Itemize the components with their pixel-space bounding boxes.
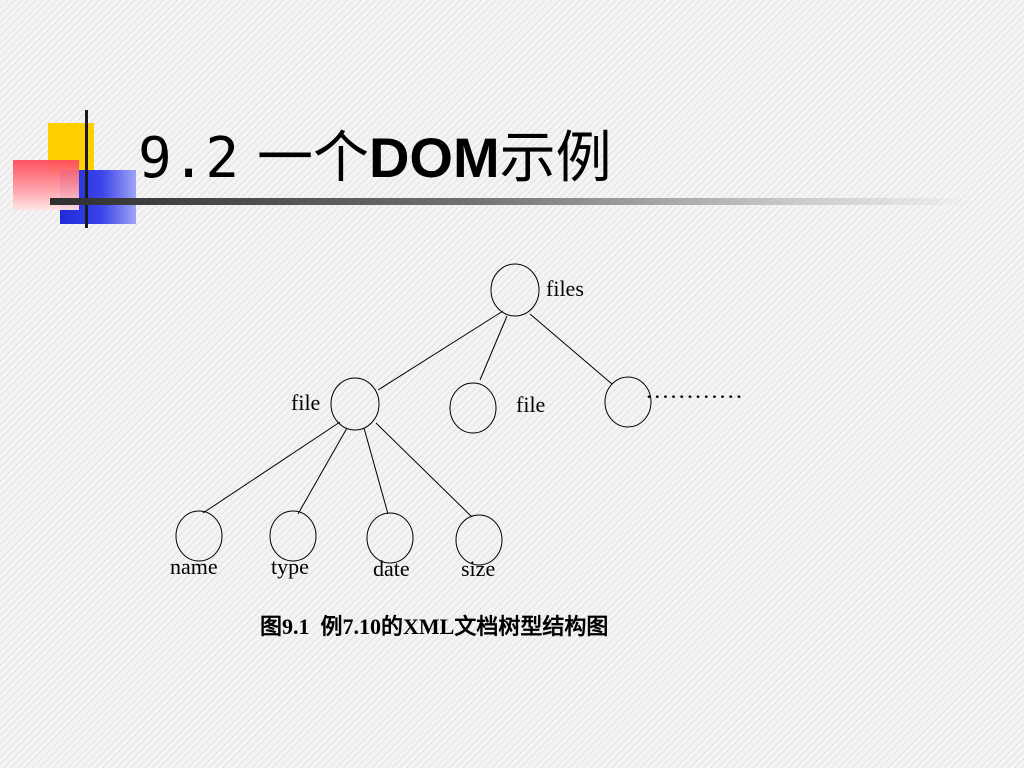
label-files: files [546, 276, 584, 301]
node-size [455, 514, 503, 566]
label-file-2: file [516, 392, 545, 417]
figure-caption: 图9.1 例7.10的XML文档树型结构图 [260, 614, 609, 639]
edge-file-type [297, 427, 348, 515]
title-underline [50, 198, 972, 205]
node-type [269, 510, 317, 562]
label-name: name [170, 554, 218, 579]
edge-file-date [363, 427, 389, 515]
edge-root-file-2 [479, 315, 508, 381]
title-number: 9.2 [138, 126, 240, 191]
node-name [175, 510, 223, 562]
edge-file-size [375, 422, 473, 518]
node-files [490, 263, 540, 317]
decor-vertical-line [85, 110, 88, 228]
node-more [604, 376, 652, 428]
slide-title: 9.2 一个DOM示例 [138, 124, 612, 193]
title-prefix: 一个 [256, 126, 369, 191]
label-more: ………… [645, 378, 743, 403]
node-file-2 [449, 382, 497, 434]
node-file-1 [330, 377, 380, 431]
label-date: date [373, 556, 410, 581]
label-file-1: file [291, 390, 320, 415]
edge-root-more [529, 313, 613, 385]
edge-file-name [202, 421, 341, 514]
label-size: size [461, 556, 495, 581]
title-suffix: 示例 [499, 126, 612, 191]
node-date [366, 512, 414, 564]
title-dom: DOM [368, 126, 500, 189]
label-type: type [271, 554, 309, 579]
edge-root-file-1 [377, 310, 504, 391]
